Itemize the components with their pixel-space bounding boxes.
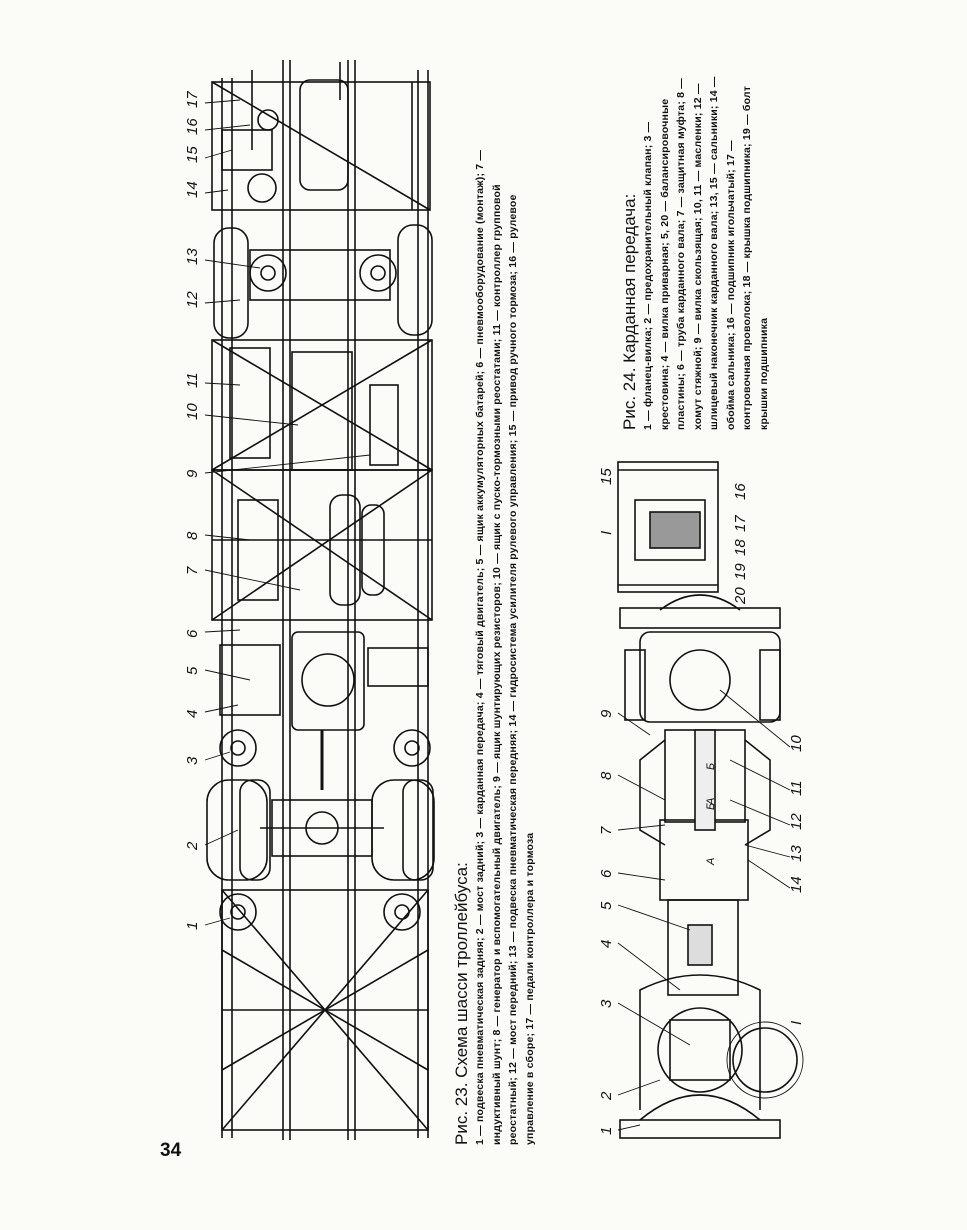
fig24-label-5: 5	[598, 901, 615, 910]
fig24-section-a2: A	[705, 798, 717, 806]
fig24-label-4: 4	[598, 940, 615, 948]
fig24-label-10: 10	[788, 735, 805, 752]
fig23-label-17: 17	[184, 91, 201, 108]
fig24-label-7: 7	[598, 826, 615, 835]
fig24-label-13: 13	[788, 845, 805, 862]
fig23-label-2: 2	[184, 841, 201, 851]
fig23-label-3: 3	[184, 756, 201, 765]
page-number: 34	[160, 1140, 182, 1161]
fig24-label-14: 14	[788, 876, 805, 893]
fig24-detail-label-16: 16	[732, 483, 749, 500]
fig24-label-6: 6	[598, 869, 615, 878]
fig24-detail-ref: I	[788, 1021, 805, 1025]
fig24-label-12: 12	[788, 813, 805, 830]
fig24-legend: 1 — фланец-вилка; 2 — предохранительный …	[642, 76, 770, 430]
fig23-label-15: 15	[184, 146, 201, 163]
fig23-label-13: 13	[184, 248, 201, 265]
fig23-label-4: 4	[184, 710, 201, 718]
fig24-detail-title: I	[598, 531, 615, 535]
fig24-detail-label-18: 18	[732, 539, 749, 556]
fig24-detail-label-20: 20	[732, 587, 749, 605]
fig24-label-9: 9	[598, 709, 615, 718]
fig24-detail-label-19: 19	[732, 563, 749, 580]
fig24-caption: Рис. 24. Карданная передача: 1 — фланец-…	[620, 70, 772, 430]
fig23-label-10: 10	[184, 403, 201, 420]
fig23-label-16: 16	[184, 118, 201, 135]
fig23-label-7: 7	[184, 566, 201, 575]
fig23-label-12: 12	[184, 291, 201, 308]
fig23-label-14: 14	[184, 181, 201, 198]
fig23-label-9: 9	[184, 469, 201, 478]
fig24-detail-label-17: 17	[732, 515, 749, 532]
fig24-label-1: 1	[598, 1127, 615, 1135]
fig23-label-1: 1	[184, 922, 201, 930]
fig23-label-6: 6	[184, 629, 201, 638]
fig24-label-3: 3	[598, 999, 615, 1008]
fig24-label-2: 2	[598, 1091, 615, 1101]
fig24-label-11: 11	[788, 780, 805, 796]
fig24-section-b2: Б	[705, 763, 717, 770]
fig24-section-b1: Б	[705, 803, 717, 810]
fig24-section-a1: A	[705, 858, 717, 866]
fig23-label-8: 8	[184, 531, 201, 540]
fig24-title: Рис. 24. Карданная передача:	[620, 193, 639, 430]
fig24-detail-label-15: 15	[598, 468, 615, 485]
fig23-label-11: 11	[184, 372, 201, 388]
fig23-label-5: 5	[184, 666, 201, 675]
fig24-label-8: 8	[598, 771, 615, 780]
